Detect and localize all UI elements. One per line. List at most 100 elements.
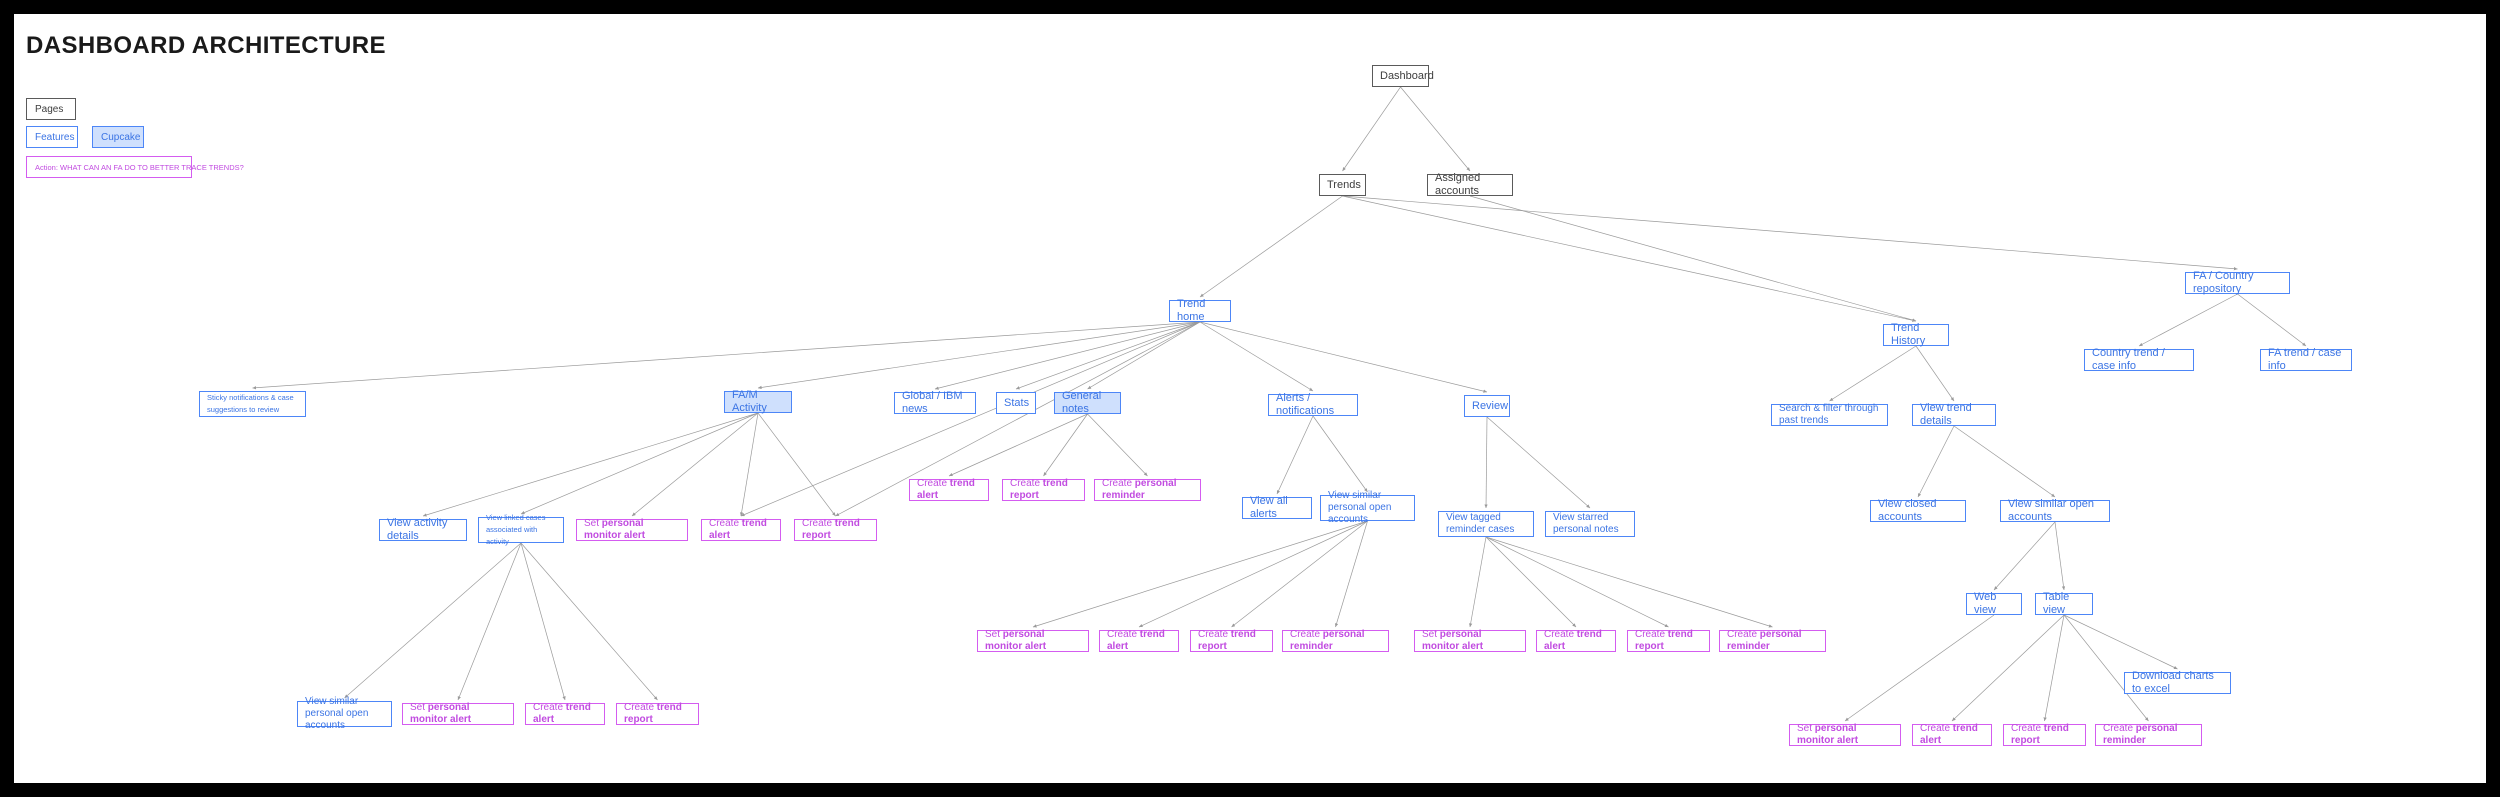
node-create-trend-alert-so[interactable]: Create trend alert [1912, 723, 1992, 746]
node-stats[interactable]: Stats [996, 392, 1036, 414]
node-table-view[interactable]: Table view [2035, 591, 2093, 616]
node-label: Search & filter through past trends [1779, 403, 1879, 426]
node-view-all-alerts[interactable]: View all alerts [1242, 495, 1312, 520]
edge-view-tagged-reminder-cases-to-set-personal-monitor-alert-rv [1468, 536, 1487, 628]
node-create-trend-report-rv[interactable]: Create trend report [1627, 629, 1710, 652]
edge-fa-m-activity-to-set-personal-monitor-alert-fa [631, 412, 759, 517]
edge-trend-home-to-global-ibm-news [934, 321, 1201, 390]
node-view-linked-cases[interactable]: View linked cases associated with activi… [478, 513, 564, 546]
node-trends[interactable]: Trends [1319, 174, 1366, 196]
node-view-closed-accounts[interactable]: View closed accounts [1870, 498, 1966, 523]
node-label: View linked cases associated with activi… [486, 513, 546, 546]
edge-view-tagged-reminder-cases-to-create-trend-alert-rv [1485, 536, 1577, 628]
edge-view-trend-details-to-view-similar-open-accounts [1953, 425, 2056, 498]
edge-view-similar-open-accounts-to-web-view [1993, 521, 2056, 591]
node-label: View tagged reminder cases [1446, 512, 1515, 535]
node-label: Set personal monitor alert [1422, 629, 1484, 652]
edge-trend-home-to-review [1199, 321, 1488, 393]
node-create-trend-report-so[interactable]: Create trend report [2003, 723, 2086, 746]
node-label: General notes [1062, 390, 1102, 415]
node-label: Create trend alert [1544, 629, 1602, 652]
edge-view-linked-cases-to-set-personal-monitor-alert-ac [457, 542, 522, 701]
node-trend-home[interactable]: Trend home [1169, 298, 1231, 323]
node-view-similar-personal-open-accounts-b[interactable]: View similar personal open accounts [297, 696, 392, 731]
edge-assigned-accounts-to-trend-history [1469, 195, 1917, 322]
legend-item-label: Features [35, 131, 75, 143]
node-label-emphasis: trend alert [533, 702, 591, 725]
node-view-similar-personal-open-accounts-a[interactable]: View similar personal open accounts [1320, 490, 1415, 525]
node-global-ibm-news[interactable]: Global / IBM news [894, 390, 976, 415]
node-alerts-notifications[interactable]: Alerts / notifications [1268, 392, 1358, 417]
node-set-personal-monitor-alert-al[interactable]: Set personal monitor alert [977, 629, 1089, 652]
node-review[interactable]: Review [1464, 395, 1510, 417]
node-set-personal-monitor-alert-ac[interactable]: Set personal monitor alert [402, 702, 514, 725]
node-assigned-accounts[interactable]: Assigned accounts [1427, 172, 1513, 197]
legend-item-cupcake: Cupcake [92, 126, 144, 148]
node-create-trend-report-ac[interactable]: Create trend report [616, 702, 699, 725]
node-label-emphasis: trend report [802, 518, 860, 541]
node-trend-history[interactable]: Trend History [1883, 322, 1949, 347]
legend-item-label: Pages [35, 103, 64, 115]
edge-fa-m-activity-to-view-activity-details [422, 412, 759, 517]
edge-view-similar-personal-open-accounts-a-to-create-trend-report-al [1231, 520, 1368, 628]
action-banner[interactable]: Action: WHAT CAN AN FA DO TO BETTER TRAC… [26, 156, 244, 178]
node-create-trend-alert-gn[interactable]: Create trend alert [909, 478, 989, 501]
node-label: FA trend / case info [2268, 347, 2342, 372]
node-create-personal-reminder-gn[interactable]: Create personal reminder [1094, 478, 1201, 501]
edge-table-view-to-create-personal-reminder-so [2063, 614, 2149, 722]
node-view-similar-open-accounts[interactable]: View similar open accounts [2000, 498, 2110, 523]
node-label: Create personal reminder [2103, 723, 2178, 746]
node-set-personal-monitor-alert-fa[interactable]: Set personal monitor alert [576, 518, 688, 541]
node-create-personal-reminder-so[interactable]: Create personal reminder [2095, 723, 2202, 746]
edge-fa-m-activity-to-create-trend-alert-fa [739, 412, 759, 517]
node-set-personal-monitor-alert-so[interactable]: Set personal monitor alert [1789, 723, 1901, 746]
edge-view-tagged-reminder-cases-to-create-personal-reminder-rv [1485, 536, 1773, 628]
node-label: View closed accounts [1878, 498, 1937, 523]
node-label: View all alerts [1250, 495, 1288, 520]
node-create-trend-alert-fa[interactable]: Create trend alert [701, 518, 781, 541]
node-create-personal-reminder-al[interactable]: Create personal reminder [1282, 629, 1389, 652]
node-view-starred-personal-notes[interactable]: View starred personal notes [1545, 511, 1635, 537]
node-label: Create trend alert [1920, 723, 1978, 746]
node-set-personal-monitor-alert-rv[interactable]: Set personal monitor alert [1414, 629, 1526, 652]
node-label-emphasis: trend alert [1544, 629, 1602, 652]
node-fa-trend-case-info[interactable]: FA trend / case info [2260, 347, 2352, 372]
node-create-personal-reminder-rv[interactable]: Create personal reminder [1719, 629, 1826, 652]
edge-table-view-to-create-trend-alert-so [1951, 614, 2065, 722]
node-create-trend-report-al[interactable]: Create trend report [1190, 629, 1273, 652]
node-country-trend-case-info[interactable]: Country trend / case info [2084, 347, 2194, 372]
node-view-trend-details[interactable]: View trend details [1912, 402, 1996, 427]
node-web-view[interactable]: Web view [1966, 591, 2022, 616]
node-label: View similar personal open accounts [305, 696, 369, 731]
node-label: View activity details [387, 517, 448, 542]
node-label-emphasis: personal reminder [1290, 629, 1365, 652]
edge-alerts-notifications-to-view-all-alerts [1276, 415, 1314, 495]
node-label: Review [1472, 399, 1509, 412]
node-search-filter-past-trends[interactable]: Search & filter through past trends [1771, 403, 1888, 426]
node-create-trend-alert-ac[interactable]: Create trend alert [525, 702, 605, 725]
node-view-tagged-reminder-cases[interactable]: View tagged reminder cases [1438, 511, 1534, 537]
edge-general-notes-to-create-personal-reminder-gn [1087, 413, 1148, 477]
node-label: Set personal monitor alert [410, 702, 472, 725]
edge-review-to-view-starred-personal-notes [1486, 416, 1591, 509]
node-label: Download charts to excel [2132, 670, 2214, 695]
node-label: Create trend report [1635, 629, 1693, 652]
node-fa-country-repository[interactable]: FA / Country repository [2185, 270, 2290, 295]
node-create-trend-report-fa[interactable]: Create trend report [794, 518, 877, 541]
node-create-trend-report-gn[interactable]: Create trend report [1002, 478, 1085, 501]
edge-trend-home-to-fa-m-activity [757, 321, 1201, 390]
edge-fa-country-repository-to-fa-trend-case-info [2237, 293, 2307, 347]
node-label: Create trend alert [917, 478, 975, 501]
node-label-emphasis: trend report [2011, 723, 2069, 746]
node-label: Create trend report [1010, 478, 1068, 501]
node-download-charts-to-excel[interactable]: Download charts to excel [2124, 670, 2231, 695]
node-fa-m-activity[interactable]: FA/M Activity [724, 389, 792, 414]
node-sticky-notifications[interactable]: Sticky notifications & case suggestions … [199, 391, 306, 417]
node-create-trend-alert-rv[interactable]: Create trend alert [1536, 629, 1616, 652]
node-view-activity-details[interactable]: View activity details [379, 517, 467, 542]
node-create-trend-alert-al[interactable]: Create trend alert [1099, 629, 1179, 652]
node-dashboard[interactable]: Dashboard [1372, 65, 1434, 87]
node-label: Dashboard [1380, 69, 1434, 82]
node-general-notes[interactable]: General notes [1054, 390, 1121, 415]
